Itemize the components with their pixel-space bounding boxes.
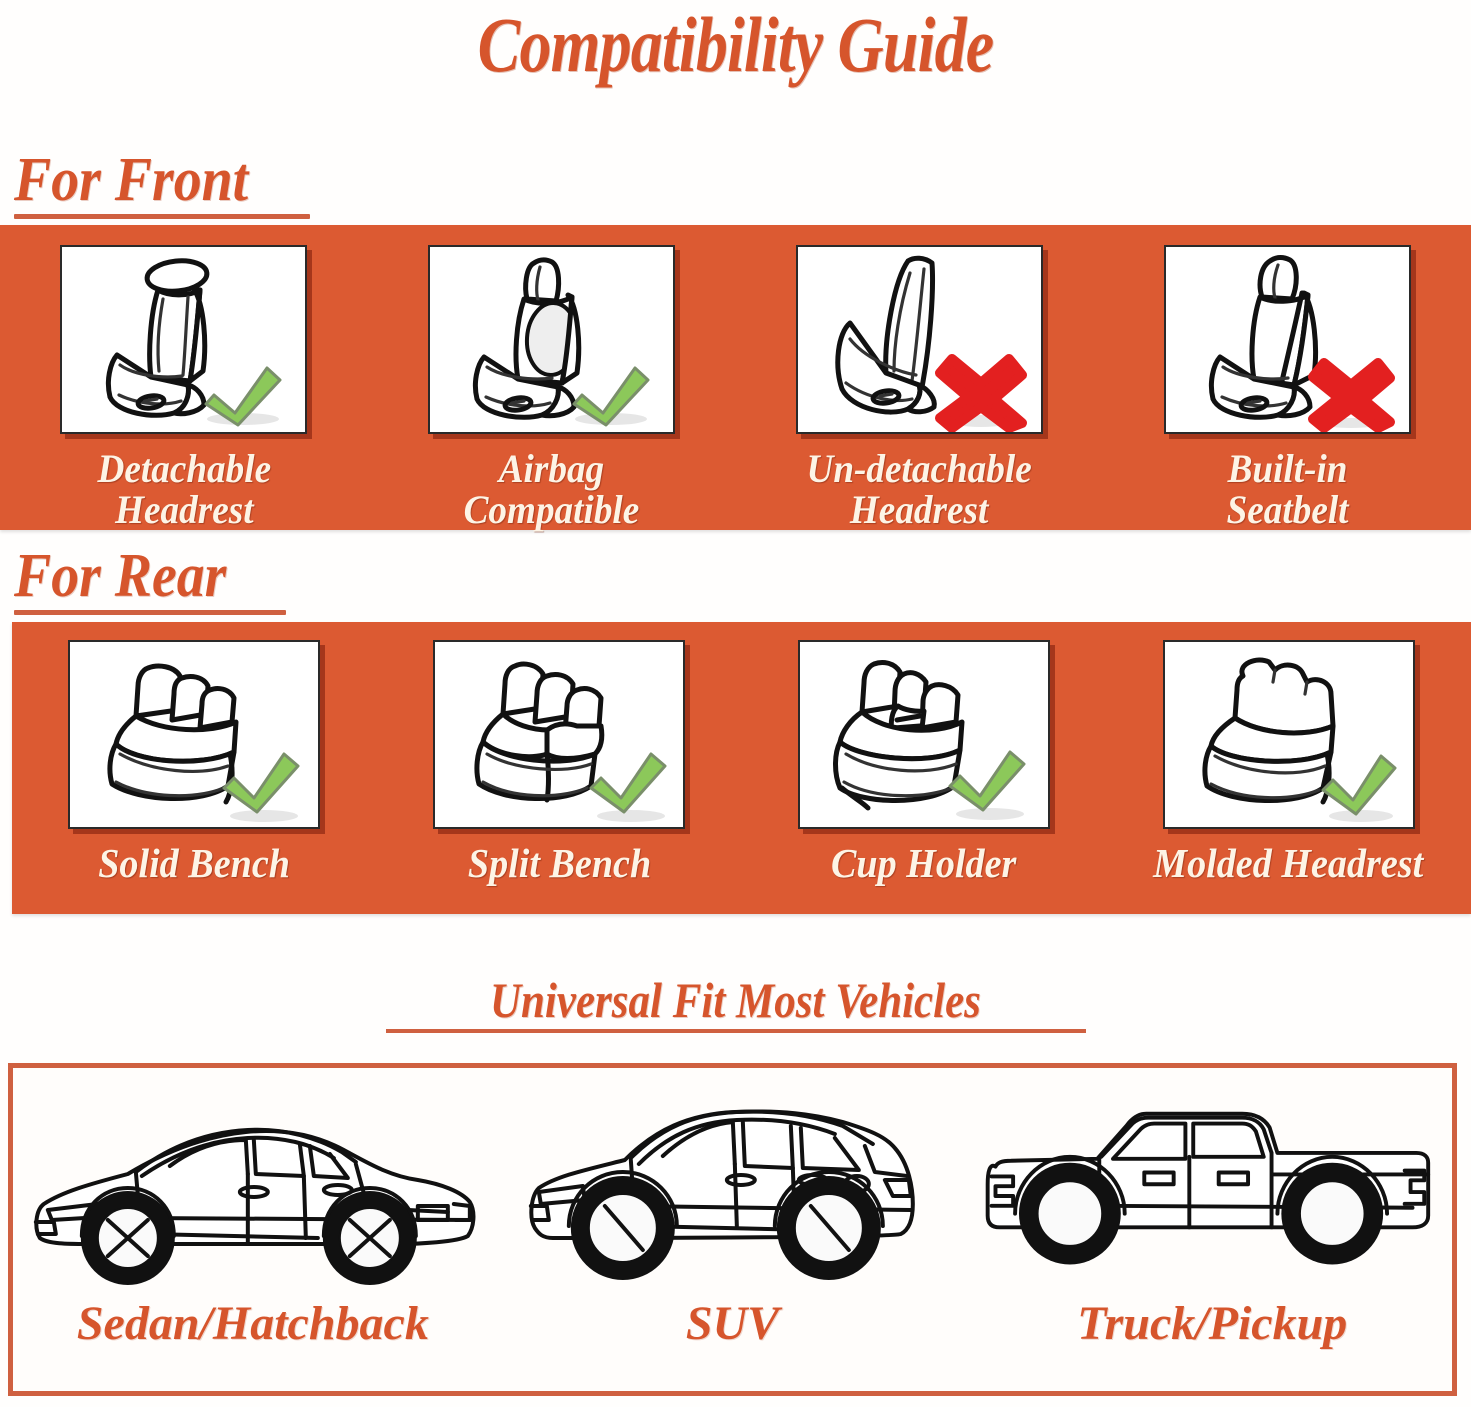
green-check-icon [1321, 754, 1397, 816]
rear-wheel [1281, 1162, 1384, 1265]
front-item-builtin-seatbelt[interactable]: Built-in Seatbelt [1103, 225, 1471, 530]
green-check-icon [589, 752, 667, 814]
truck-icon [986, 1111, 1431, 1265]
green-check-icon [948, 750, 1026, 812]
rear-wheel [776, 1176, 881, 1280]
seat-builtin-seatbelt-thumbnail [1163, 245, 1411, 434]
vehicle-label: Sedan/Hatchback [76, 1297, 429, 1350]
front-wheel [570, 1176, 675, 1280]
seat-detachable-headrest-thumbnail [60, 245, 308, 434]
vehicle-label: SUV [685, 1297, 780, 1350]
seat-builtin-seatbelt-icon [1208, 255, 1395, 432]
front-wheel [1019, 1162, 1122, 1265]
seat-detachable-headrest-icon [106, 258, 282, 427]
rear-item-label: Cup Holder [831, 840, 1017, 886]
red-cross-icon [1307, 358, 1395, 432]
bench-molded-headrest-icon [1202, 657, 1397, 822]
vehicle-label: Truck/Pickup [1077, 1297, 1348, 1350]
bench-solid-thumbnail [68, 640, 321, 829]
sedan-icon [33, 1127, 476, 1285]
front-item-undetachable-headrest[interactable]: Un-detachable Headrest [736, 225, 1104, 530]
bench-molded-headrest-thumbnail [1162, 640, 1415, 829]
universal-fit-box: Sedan/Hatchback [8, 1063, 1457, 1396]
rear-compatibility-band: Solid Bench [12, 622, 1471, 914]
truck-art [972, 1088, 1452, 1303]
front-item-airbag-compatible[interactable]: Airbag Compatible [368, 225, 736, 530]
green-check-icon [222, 752, 300, 814]
heading-underline-universal [385, 1029, 1086, 1033]
front-item-label: Airbag Compatible [463, 446, 640, 532]
sedan-art [13, 1088, 493, 1303]
section-heading-universal: Universal Fit Most Vehicles [0, 972, 1471, 1033]
seat-airbag-compatible-icon [473, 257, 650, 427]
front-item-label: Built-in Seatbelt [1226, 446, 1349, 532]
page-title: Compatibility Guide [477, 1, 994, 88]
green-check-icon [204, 366, 282, 427]
green-check-icon [572, 366, 650, 427]
seat-undetachable-headrest-thumbnail [795, 245, 1043, 434]
seat-airbag-compatible-thumbnail [428, 245, 676, 434]
front-wheel [80, 1191, 175, 1285]
rear-item-label: Molded Headrest [1153, 840, 1424, 886]
rear-item-label: Split Bench [467, 840, 651, 886]
bench-cup-holder-thumbnail [797, 640, 1050, 829]
suv-icon [528, 1109, 915, 1280]
bench-solid-icon [107, 663, 300, 822]
rear-item-molded-headrest[interactable]: Molded Headrest [1106, 622, 1471, 884]
vehicle-item-truck[interactable]: Truck/Pickup [972, 1068, 1452, 1351]
rear-wheel [322, 1191, 417, 1285]
seat-undetachable-headrest-icon [835, 255, 1027, 432]
rear-item-cup-holder[interactable]: Cup Holder [742, 622, 1107, 884]
bench-cup-holder-icon [832, 660, 1026, 820]
front-compatibility-band: Detachable Headrest [0, 225, 1471, 530]
front-item-label: Detachable Headrest [97, 446, 271, 532]
heading-underline-rear [14, 610, 286, 615]
section-heading-rear: For Rear [14, 544, 286, 615]
section-heading-front-label: For Front [14, 146, 249, 214]
rear-item-label: Solid Bench [98, 840, 291, 886]
suv-art [493, 1088, 973, 1303]
vehicle-item-suv[interactable]: SUV [493, 1068, 973, 1351]
bench-split-thumbnail [433, 640, 686, 829]
section-heading-rear-label: For Rear [14, 542, 227, 610]
section-heading-front: For Front [14, 148, 310, 219]
bench-split-icon [474, 661, 667, 822]
front-item-label: Un-detachable Headrest [806, 446, 1032, 532]
front-item-detachable-headrest[interactable]: Detachable Headrest [0, 225, 368, 530]
section-heading-universal-label: Universal Fit Most Vehicles [490, 972, 981, 1028]
vehicle-item-sedan[interactable]: Sedan/Hatchback [13, 1068, 493, 1351]
rear-item-split-bench[interactable]: Split Bench [377, 622, 742, 884]
red-cross-icon [934, 354, 1027, 432]
heading-underline-front [14, 214, 310, 219]
rear-item-solid-bench[interactable]: Solid Bench [12, 622, 377, 884]
